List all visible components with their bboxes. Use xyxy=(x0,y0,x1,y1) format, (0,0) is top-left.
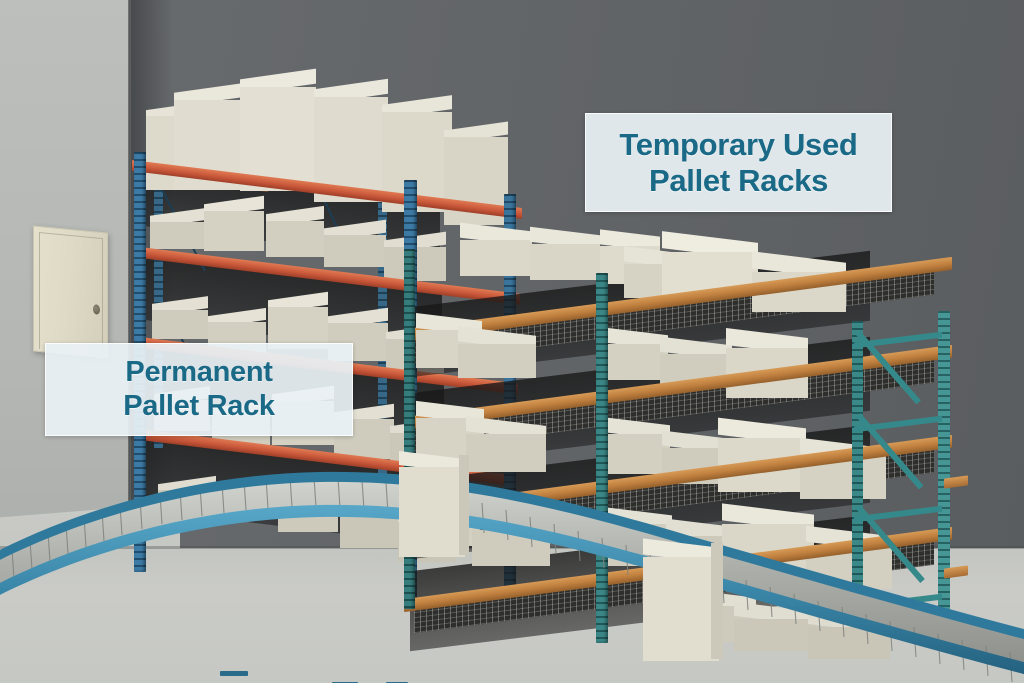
carton xyxy=(600,416,670,474)
conveyor-leg xyxy=(138,567,148,683)
carton xyxy=(324,219,386,267)
rack-upright xyxy=(404,249,415,609)
callout-permanent-label: Permanent Pallet Rack xyxy=(123,355,275,422)
carton xyxy=(460,222,532,276)
callout-temporary-used-pallet-racks: Temporary Used Pallet Racks xyxy=(585,113,892,212)
carton-stack xyxy=(382,95,452,212)
conveyor-foot xyxy=(220,671,248,676)
conveyor-leg xyxy=(338,555,348,683)
carton xyxy=(598,326,668,380)
door-knob-icon xyxy=(93,304,100,315)
carton-stack xyxy=(314,78,388,202)
conveyor-leg xyxy=(68,590,76,683)
conveyor-roller-bed xyxy=(0,476,1024,665)
rack-end-frame-upright xyxy=(852,321,863,621)
curved-roller-conveyor xyxy=(0,455,1024,683)
carton xyxy=(150,208,204,249)
rack-end-frame-upright xyxy=(938,311,950,633)
carton xyxy=(266,205,324,257)
rack-upright-back xyxy=(154,148,163,448)
conveyor-leg xyxy=(342,651,400,655)
conveyor-leg xyxy=(530,620,541,683)
carton xyxy=(458,326,536,378)
conveyor-leg xyxy=(140,633,260,637)
conveyor-leg xyxy=(228,543,240,675)
conveyor-leg xyxy=(442,600,452,683)
temporary-used-pallet-racks xyxy=(404,222,968,659)
conveyor-leg xyxy=(606,641,616,683)
carton-on-conveyor xyxy=(643,538,723,661)
door-panel xyxy=(39,231,103,356)
conveyor-leg xyxy=(108,575,120,683)
conveyor-curve-svg xyxy=(0,471,1024,683)
carton xyxy=(530,226,600,280)
carton xyxy=(734,601,818,651)
conveyor-leg xyxy=(252,541,261,669)
carton-on-conveyor xyxy=(399,450,469,557)
callout-permanent-pallet-rack: Permanent Pallet Rack xyxy=(45,343,353,436)
carton-stack xyxy=(240,68,316,191)
carton xyxy=(204,195,264,251)
callout-temporary-label: Temporary Used Pallet Racks xyxy=(619,126,858,198)
conveyor-leg xyxy=(738,655,747,683)
carton xyxy=(466,416,546,472)
warehouse-door xyxy=(33,225,108,359)
carton xyxy=(152,296,208,339)
carton xyxy=(268,291,328,349)
conveyor-leg xyxy=(392,567,400,683)
